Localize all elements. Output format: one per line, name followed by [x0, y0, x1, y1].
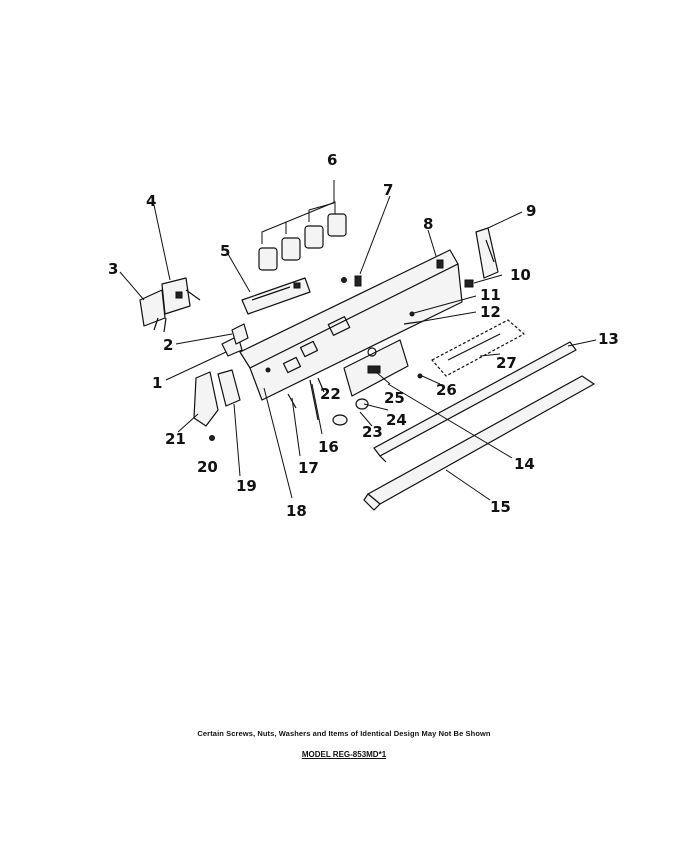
- callout-1: 1: [152, 374, 162, 392]
- trim-strip-upper: [373, 341, 577, 463]
- callout-5: 5: [220, 242, 230, 260]
- disclaimer-note: Certain Screws, Nuts, Washers and Items …: [197, 729, 491, 738]
- callout-14: 14: [514, 455, 535, 473]
- callout-labels: 1 2 3 4 5 6 7 8 9 10 11 12 13 14 15 16 1…: [108, 151, 619, 520]
- model-number: MODEL REG-853MD*1: [301, 750, 387, 759]
- callout-8: 8: [423, 215, 433, 233]
- callout-11: 11: [480, 286, 501, 304]
- leader-lines: [119, 195, 597, 501]
- callout-26: 26: [436, 381, 457, 399]
- callout-21: 21: [165, 430, 186, 448]
- callout-24: 24: [386, 411, 407, 429]
- callout-3: 3: [108, 260, 118, 278]
- clip: [341, 275, 362, 287]
- small-knobs: [332, 398, 369, 426]
- callout-25: 25: [384, 389, 405, 407]
- cover-plate: [431, 319, 525, 377]
- end-brackets: [193, 369, 241, 441]
- callout-23: 23: [362, 423, 383, 441]
- callout-9: 9: [526, 202, 536, 220]
- timer-module: [343, 339, 423, 397]
- callout-13: 13: [598, 330, 619, 348]
- callout-17: 17: [298, 459, 319, 477]
- callout-10: 10: [510, 266, 531, 284]
- callout-22: 22: [320, 385, 341, 403]
- callout-18: 18: [286, 502, 307, 520]
- callout-7: 7: [383, 181, 393, 199]
- callout-27: 27: [496, 354, 517, 372]
- callout-19: 19: [236, 477, 257, 495]
- callout-20: 20: [197, 458, 218, 476]
- callout-4: 4: [146, 192, 156, 210]
- callout-16: 16: [318, 438, 339, 456]
- callout-12: 12: [480, 303, 501, 321]
- small-brackets: [221, 323, 249, 357]
- callout-15: 15: [490, 498, 511, 516]
- side-bracket: [464, 227, 499, 288]
- bracket-bar: [241, 277, 311, 315]
- callout-6: 6: [327, 151, 337, 169]
- callout-2: 2: [163, 336, 173, 354]
- switch-assembly: [139, 277, 201, 333]
- control-panel: [239, 249, 463, 401]
- control-knobs: [258, 180, 347, 271]
- screws: [403, 311, 419, 325]
